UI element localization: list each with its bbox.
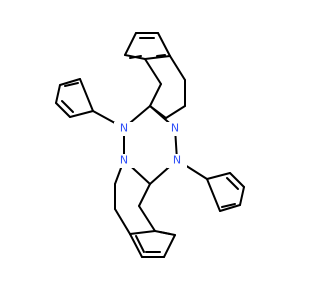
nitrogen-atom: N bbox=[114, 154, 134, 168]
bond bbox=[221, 203, 236, 208]
bond bbox=[64, 82, 79, 87]
bond bbox=[159, 231, 171, 235]
nitrogen-atom: N bbox=[114, 122, 134, 136]
nitrogen-atom: N bbox=[167, 154, 187, 168]
bond bbox=[129, 233, 143, 258]
bond bbox=[61, 100, 74, 113]
nitrogen-atom: N bbox=[165, 122, 185, 136]
atom-label: N bbox=[171, 122, 179, 135]
bond bbox=[129, 230, 156, 235]
bond bbox=[135, 235, 145, 253]
bond bbox=[163, 234, 176, 258]
bond bbox=[149, 83, 162, 107]
bond bbox=[55, 84, 61, 104]
bond bbox=[156, 54, 166, 57]
bond bbox=[138, 183, 151, 207]
molecule-diagram: N N N N bbox=[55, 32, 245, 258]
bond bbox=[138, 205, 156, 232]
atom-labels: N N N N bbox=[114, 122, 187, 168]
bond bbox=[165, 105, 186, 119]
bond bbox=[55, 102, 71, 118]
bond bbox=[79, 78, 94, 112]
bond bbox=[129, 55, 142, 59]
bond bbox=[219, 204, 241, 212]
atom-label: N bbox=[173, 154, 181, 167]
bond bbox=[206, 172, 231, 180]
atom-label: N bbox=[120, 154, 128, 167]
bond bbox=[226, 177, 239, 190]
bond bbox=[59, 78, 81, 86]
bond bbox=[124, 32, 137, 56]
bond bbox=[169, 55, 186, 81]
bond bbox=[157, 32, 171, 57]
bond bbox=[229, 172, 245, 188]
bond-group bbox=[55, 32, 245, 258]
bond bbox=[239, 186, 245, 206]
bond bbox=[144, 55, 171, 60]
bond bbox=[114, 208, 131, 235]
bond bbox=[144, 58, 162, 85]
bond bbox=[206, 178, 221, 212]
bond bbox=[69, 110, 94, 118]
atom-label: N bbox=[120, 122, 128, 135]
